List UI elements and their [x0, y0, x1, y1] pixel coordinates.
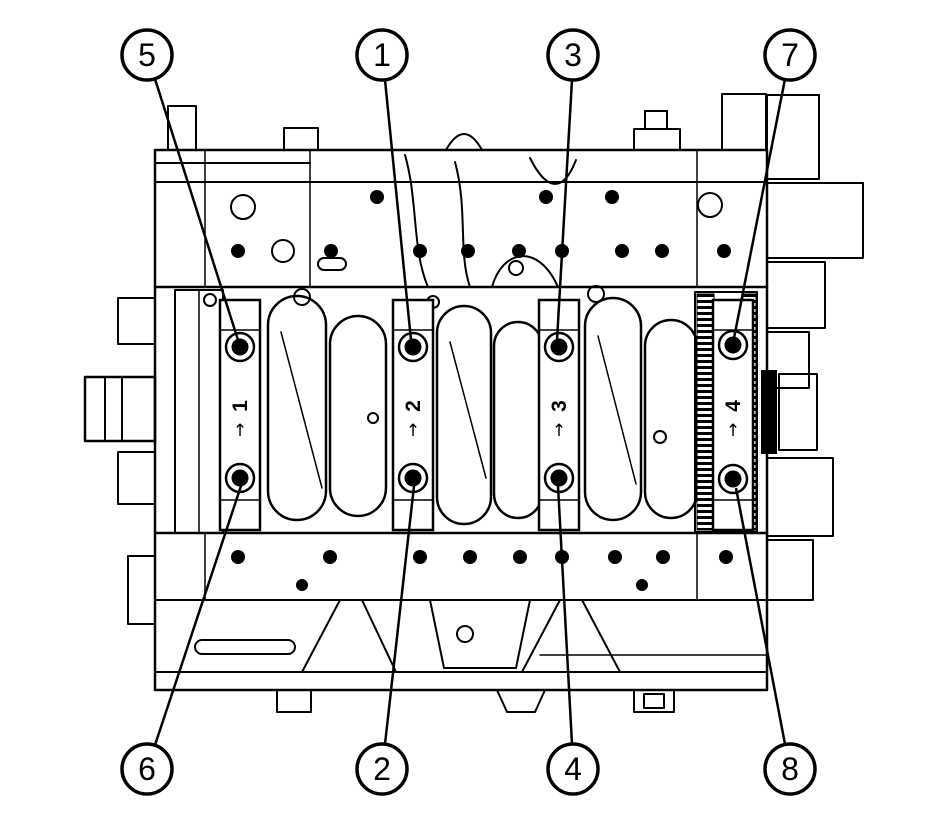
callout-1: 1 [355, 28, 413, 341]
callout-circle-2 [355, 742, 409, 796]
callout-circle-7 [763, 28, 817, 82]
flange-bolt-dot [413, 550, 427, 564]
flange-bolt-dot [324, 244, 338, 258]
left-side-casting [83, 297, 157, 625]
cap-arrow-2: ↑ [406, 421, 420, 441]
callout-6: 6 [120, 485, 243, 796]
callout-4: 4 [546, 485, 600, 796]
callout-circle-8 [763, 742, 817, 796]
callouts: 5 1 3 7 6 2 4 [120, 28, 817, 796]
counterweight [266, 294, 328, 522]
cap-arrow-4: ↑ [726, 421, 740, 441]
upper-flange-details [230, 154, 731, 288]
callout-8: 8 [734, 487, 817, 796]
flange-bolt-dot [413, 244, 427, 258]
cap-arrow-3: ↑ [552, 421, 566, 441]
counterweight [328, 314, 388, 518]
flange-bolt-dot [512, 244, 526, 258]
callout-3: 3 [546, 28, 600, 341]
flange-bolt-dot [605, 190, 619, 204]
flange-bolt-dot [323, 550, 337, 564]
crank-snout [83, 375, 157, 443]
top-bosses [167, 93, 767, 151]
flange-bolt-dot [231, 550, 245, 564]
rail-slot [194, 639, 296, 655]
main-bearing-bolts [224, 329, 749, 495]
bolt-cap3-top [543, 331, 575, 363]
callout-2: 2 [355, 485, 416, 796]
callout-7: 7 [732, 28, 817, 339]
flange-bolt-dot [231, 244, 245, 258]
callout-circle-5 [120, 28, 174, 82]
right-dark-bar [761, 370, 777, 454]
flange-bolt-dot [636, 579, 648, 591]
bolt-cap1-top [224, 331, 256, 363]
crankshaft-area: 1 ↑ 2 ↑ 3 ↑ 4 ↑ [174, 285, 758, 534]
flange-hole [697, 192, 723, 218]
callout-circle-4 [546, 742, 600, 796]
right-side-casting [761, 94, 864, 601]
callout-5: 5 [120, 28, 240, 341]
callout-number-4: 4 [564, 751, 582, 787]
flange-bolt-dot [608, 550, 622, 564]
flange-bolt-dot [717, 244, 731, 258]
callout-number-8: 8 [781, 751, 799, 787]
callout-number-6: 6 [138, 751, 156, 787]
bolt-cap4-top [717, 329, 749, 361]
structure-lines [153, 149, 769, 673]
callout-number-5: 5 [138, 37, 156, 73]
bolt-cap2-top [397, 331, 429, 363]
flange-bolt-dot [513, 550, 527, 564]
counterweight [435, 304, 493, 526]
callout-number-2: 2 [373, 751, 391, 787]
cap-arrow-1: ↑ [233, 421, 247, 441]
leader-line-1 [383, 79, 413, 341]
cap-label-2: 2 [402, 400, 425, 412]
leader-line-3 [555, 79, 574, 341]
lower-flange-details [231, 550, 733, 591]
cap-label-1: 1 [229, 400, 252, 412]
oil-pan-rail-details [194, 599, 675, 713]
crank-counterweights [266, 294, 699, 526]
gear-teeth-left [696, 293, 715, 531]
flange-bolt-dot [656, 550, 670, 564]
leader-line-8 [734, 487, 787, 745]
engine-block-drawing: 1 ↑ 2 ↑ 3 ↑ 4 ↑ [83, 93, 864, 713]
flange-bolt-dot [615, 244, 629, 258]
flange-hole [230, 194, 256, 220]
flange-bolt-dot [539, 190, 553, 204]
main-bearing-caps: 1 ↑ 2 ↑ 3 ↑ 4 ↑ [218, 298, 755, 532]
leader-line-4 [556, 485, 574, 745]
counterweight [583, 296, 643, 522]
flange-bolt-dot [463, 550, 477, 564]
callout-number-7: 7 [781, 37, 799, 73]
leader-line-7 [732, 78, 787, 339]
bolt-cap4-bottom [717, 463, 749, 495]
flange-bolt-dot [296, 579, 308, 591]
counterweight [492, 320, 544, 520]
bolt-cap1-bottom [224, 462, 256, 494]
leader-line-5 [153, 78, 240, 341]
leader-line-6 [153, 485, 243, 746]
callout-number-1: 1 [373, 37, 391, 73]
leader-line-2 [383, 485, 416, 745]
flange-bolt-dot [370, 190, 384, 204]
cap-label-3: 3 [548, 400, 571, 412]
callout-number-3: 3 [564, 37, 582, 73]
flange-bolt-dot [719, 550, 733, 564]
cap-label-4: 4 [722, 400, 745, 412]
bolt-cap2-bottom [397, 462, 429, 494]
flange-bolt-dot [655, 244, 669, 258]
counterweight [643, 318, 699, 520]
flange-hole [271, 239, 295, 263]
callout-circle-3 [546, 28, 600, 82]
callout-circle-1 [355, 28, 409, 82]
callout-circle-6 [120, 742, 174, 796]
